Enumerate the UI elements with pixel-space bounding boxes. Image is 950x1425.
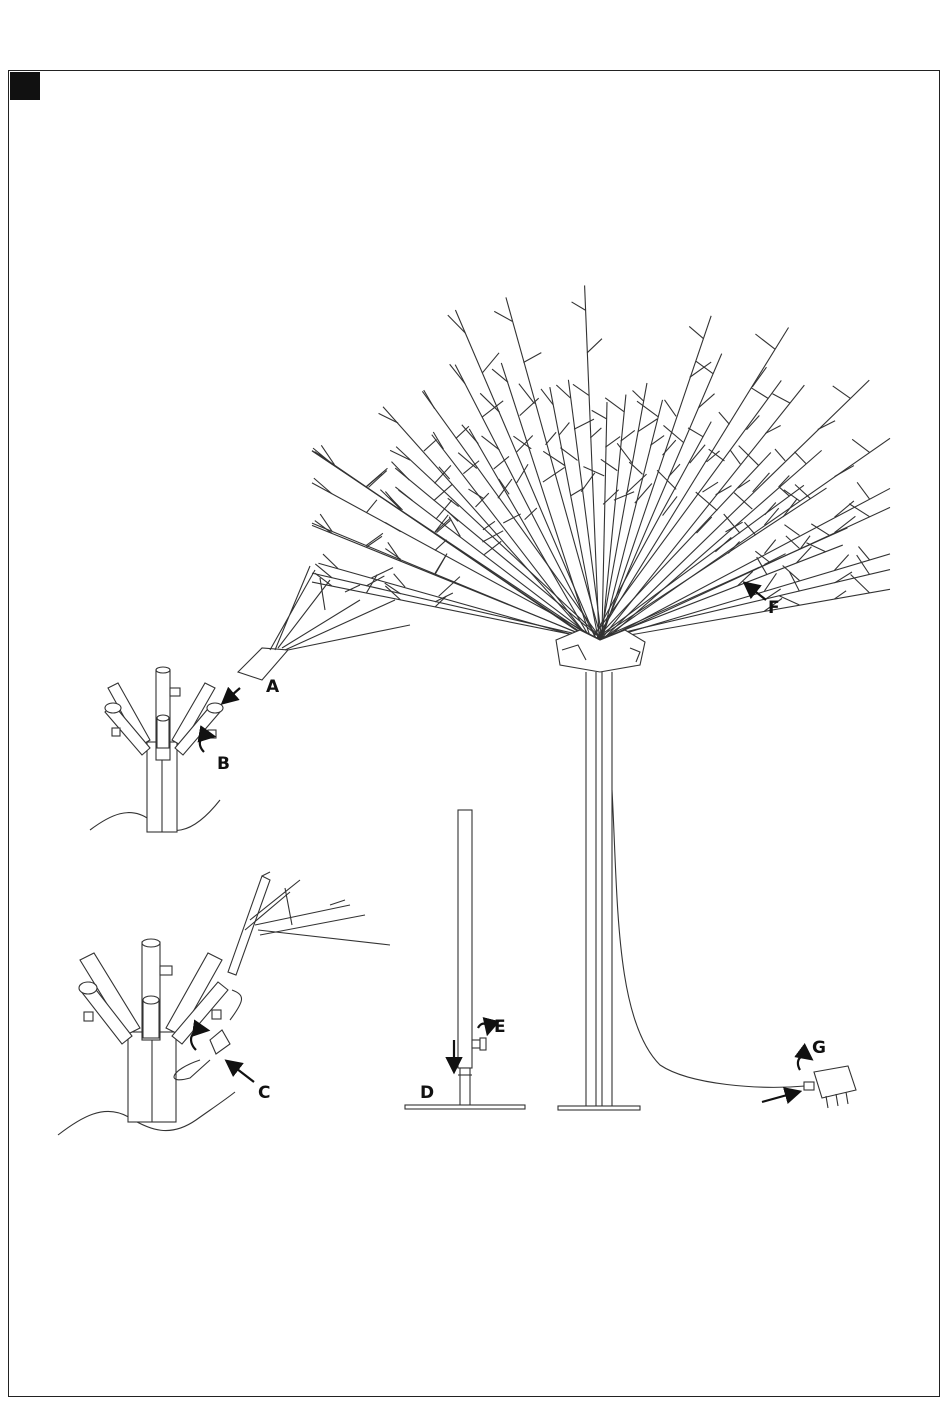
arrow-a — [224, 688, 240, 702]
twist-arrow-e — [478, 1024, 488, 1032]
pole-assembly — [405, 810, 525, 1109]
label-a: A — [266, 677, 280, 697]
label-g: G — [812, 1038, 826, 1058]
arrow-c — [228, 1062, 254, 1082]
tree-trunk — [556, 630, 645, 1108]
twist-arrow-c — [191, 1030, 206, 1050]
power-cable — [612, 790, 805, 1087]
label-f: F — [768, 598, 780, 618]
tree-base-plate — [558, 1106, 640, 1110]
label-e: E — [494, 1017, 506, 1037]
detail-hub-c — [58, 939, 242, 1135]
branch-segment-a — [238, 566, 410, 680]
branch-segment-c — [228, 872, 390, 975]
label-c: C — [258, 1083, 270, 1103]
twist-arrow-g — [798, 1056, 810, 1070]
label-b: B — [217, 754, 230, 774]
label-d: D — [420, 1083, 434, 1103]
power-adapter — [804, 1066, 856, 1108]
tree-crown — [312, 285, 890, 640]
push-arrow-g — [762, 1092, 798, 1102]
